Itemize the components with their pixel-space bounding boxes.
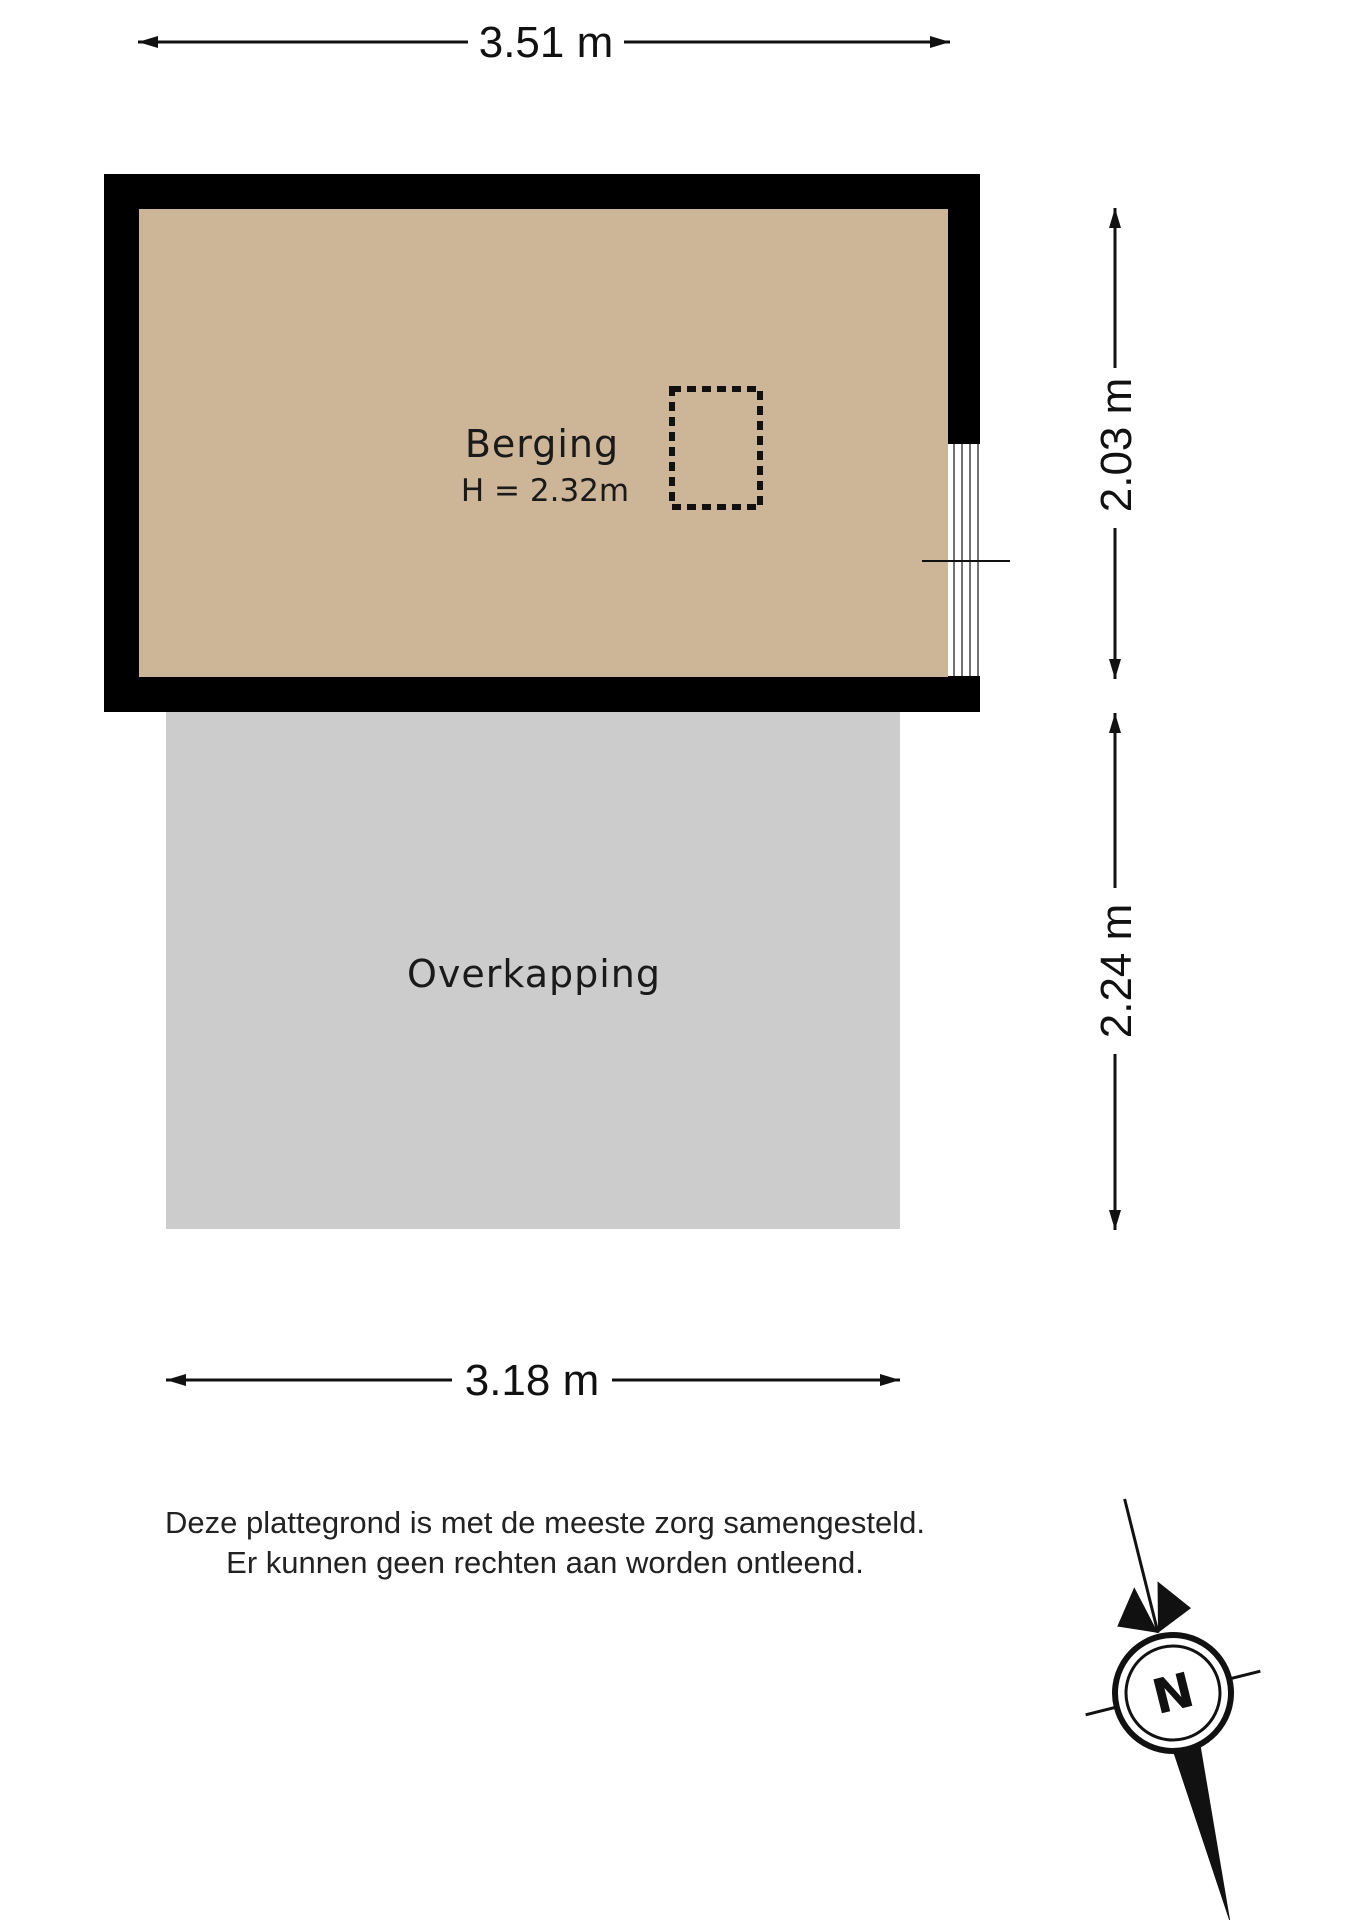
- dimension-bottom-width: 3.18 m: [166, 1356, 900, 1405]
- wall-bottom: [104, 677, 980, 712]
- overkapping-floor: [166, 712, 900, 1229]
- room-height-berging: H = 2.32m: [461, 473, 629, 509]
- north-arrow-icon: N: [1085, 1498, 1261, 1920]
- room-overkapping: Overkapping: [166, 712, 900, 1229]
- disclaimer-line-2: Er kunnen geen rechten aan worden ontlee…: [226, 1545, 864, 1580]
- disclaimer-line-1: Deze plattegrond is met de meeste zorg s…: [165, 1505, 925, 1540]
- room-label-berging: Berging: [465, 422, 619, 466]
- door-opening: [922, 444, 1010, 676]
- dimension-label-right-lower: 2.24 m: [1092, 904, 1141, 1039]
- dimension-label-top: 3.51 m: [479, 18, 614, 67]
- wall-right-lower: [948, 676, 980, 712]
- berging-inner-floor: [139, 209, 948, 677]
- dimension-label-right-upper: 2.03 m: [1092, 378, 1141, 513]
- wall-top: [104, 174, 980, 209]
- dimension-right-lower: 2.24 m: [1092, 713, 1141, 1230]
- room-label-overkapping: Overkapping: [407, 952, 661, 996]
- wall-right-upper: [948, 174, 980, 444]
- wall-left: [104, 174, 139, 712]
- room-berging: Berging H = 2.32m: [104, 174, 1010, 712]
- dimension-right-upper: 2.03 m: [1092, 208, 1141, 679]
- dimension-top-width: 3.51 m: [138, 18, 950, 67]
- dimension-label-bottom: 3.18 m: [465, 1356, 600, 1405]
- hatch-outline: [669, 386, 763, 510]
